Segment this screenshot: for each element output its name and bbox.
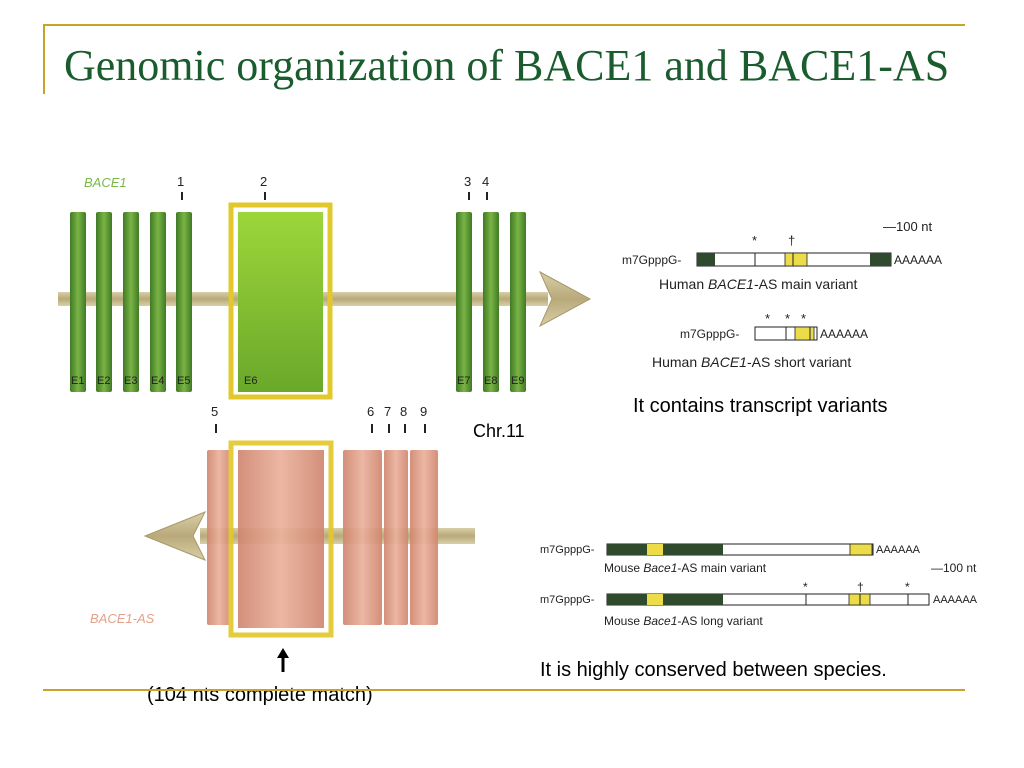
marker-label: 7	[384, 404, 391, 419]
caption-transcript-variants: It contains transcript variants	[633, 395, 888, 417]
star-mark: *	[801, 311, 806, 326]
human-short-cap: m7GpppG-	[680, 327, 739, 341]
dagger-mark: †	[857, 580, 864, 594]
caption-conserved: It is highly conserved between species.	[540, 659, 887, 681]
mouse-long-polya: AAAAAA	[933, 594, 978, 606]
exon-e8	[483, 212, 499, 392]
title-accent-bar	[43, 26, 45, 94]
exon-e6	[238, 212, 323, 392]
exon-e4	[150, 212, 166, 392]
star-mark: *	[765, 311, 770, 326]
as-exon-7	[384, 450, 408, 625]
top-rule	[43, 24, 965, 26]
bace1-exon-labels: E1 E2 E3 E4 E5 E6 E7 E8 E9	[71, 375, 524, 387]
human-main-caption: Human BACE1-AS main variant	[659, 276, 858, 292]
as-exon-6	[343, 450, 382, 625]
exon-label: E6	[244, 375, 257, 387]
exon-label: E3	[124, 375, 137, 387]
exon-label: E1	[71, 375, 84, 387]
mouse-long-caption: Mouse Bace1-AS long variant	[604, 614, 763, 628]
exon-e2	[96, 212, 112, 392]
star-mark: *	[785, 311, 790, 326]
dagger-mark: †	[788, 233, 795, 248]
mouse-scale-label: —100 nt	[931, 561, 977, 575]
exon-label: E8	[484, 375, 497, 387]
marker-label: 2	[260, 174, 267, 189]
bottom-rule	[43, 689, 965, 691]
marker-label: 3	[464, 174, 471, 189]
star-mark: *	[905, 580, 910, 594]
human-short-polya: AAAAAA	[820, 327, 868, 341]
exon-e9	[510, 212, 526, 392]
marker-label: 1	[177, 174, 184, 189]
human-main-cap: m7GpppG-	[622, 253, 681, 267]
human-short-caption: Human BACE1-AS short variant	[652, 354, 851, 370]
mouse-main-polya: AAAAAA	[876, 544, 921, 556]
exon-e5	[176, 212, 192, 392]
mouse-variants-panel: m7GpppG- AAAAAA Mouse Bace1-AS main vari…	[540, 543, 978, 628]
as-exon-8	[410, 450, 438, 625]
exon-label: E5	[177, 375, 190, 387]
slide-title: Genomic organization of BACE1 and BACE1-…	[64, 41, 950, 90]
mouse-main-cap: m7GpppG-	[540, 544, 595, 556]
exon-e7	[456, 212, 472, 392]
marker-label: 4	[482, 174, 489, 189]
bace1-markers: 1 2 3 4	[177, 174, 489, 200]
bace1-exons	[70, 202, 526, 400]
star-mark: *	[803, 580, 808, 594]
exon-e3	[123, 212, 139, 392]
as-exon-5-main	[238, 450, 324, 628]
up-arrow-icon	[277, 648, 289, 672]
marker-label: 6	[367, 404, 374, 419]
exon-e1	[70, 212, 86, 392]
marker-label: 9	[420, 404, 427, 419]
caption-complete-match: (104 nts complete match)	[147, 684, 373, 706]
exon-label: E4	[151, 375, 164, 387]
exon-e6-frame	[228, 202, 333, 400]
human-variants-panel: —100 nt * † m7GpppG- AAAAAA Human BACE1-…	[622, 219, 942, 370]
human-main-polya: AAAAAA	[894, 253, 942, 267]
marker-label: 5	[211, 404, 218, 419]
exon-label: E9	[511, 375, 524, 387]
marker-label: 8	[400, 404, 407, 419]
human-scale-label: —100 nt	[883, 219, 933, 234]
caption-chromosome: Chr.11	[473, 421, 525, 441]
mouse-long-cap: m7GpppG-	[540, 594, 595, 606]
bace1-as-markers: 5 6 7 8 9	[211, 404, 427, 433]
mouse-main-caption: Mouse Bace1-AS main variant	[604, 561, 767, 575]
bace1-gene-label: BACE1	[84, 175, 127, 190]
exon-label: E7	[457, 375, 470, 387]
bace1-as-exons	[207, 440, 438, 638]
star-mark: *	[752, 233, 757, 248]
as-exon-5-frame	[228, 440, 334, 638]
as-exon-5	[207, 450, 231, 625]
exon-label: E2	[97, 375, 110, 387]
bace1-as-gene-label: BACE1-AS	[90, 611, 155, 626]
